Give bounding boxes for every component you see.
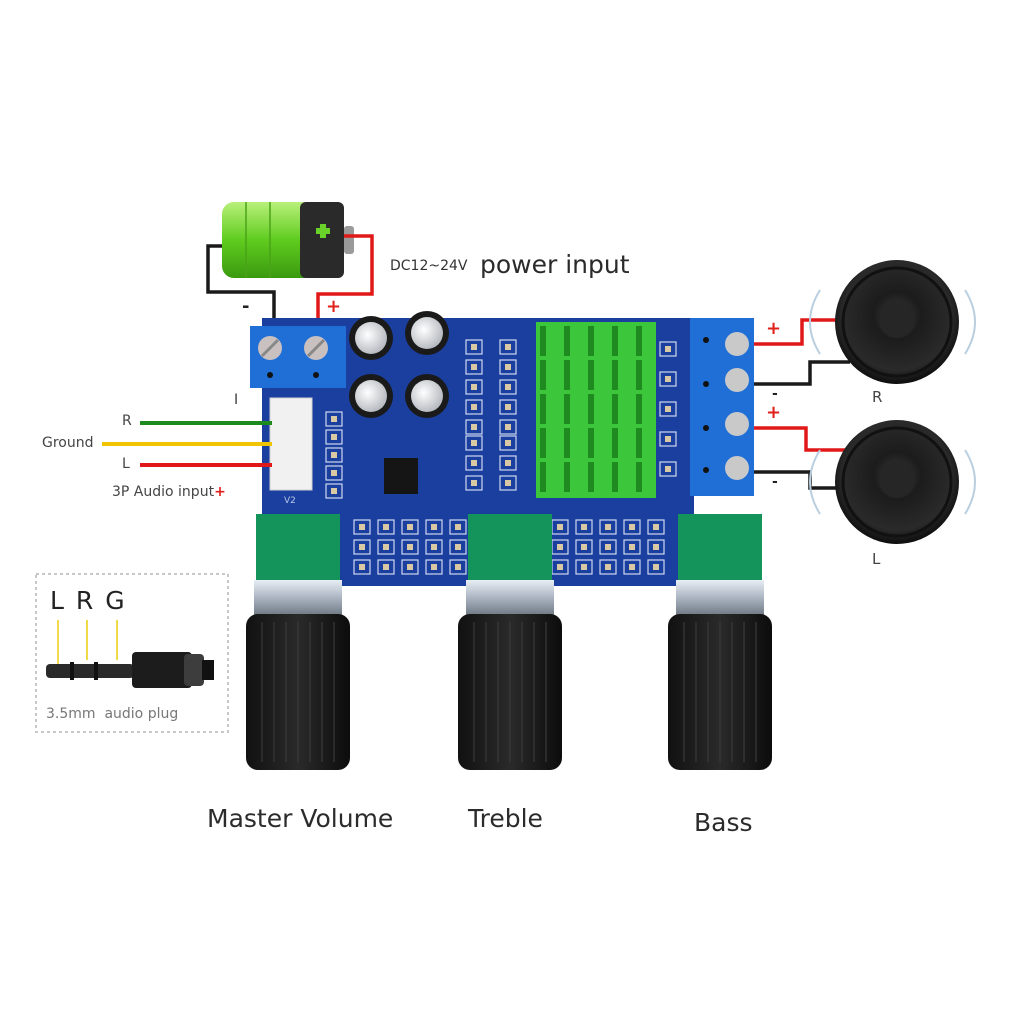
power-terminal-block: [250, 326, 346, 388]
power-wire-positive: [316, 234, 374, 340]
power-minus-label: -: [242, 296, 250, 317]
speaker-l-label: L: [872, 550, 881, 568]
knob-label-bass: Bass: [694, 808, 753, 837]
knob-treble[interactable]: [458, 514, 562, 770]
knob-label-treble: Treble: [468, 804, 543, 833]
audio-input-plus: +: [214, 484, 226, 500]
plug-caption-text: audio plug: [104, 706, 179, 722]
audio-plug-icon: [46, 620, 214, 688]
audio-pin-marker: I: [234, 392, 239, 408]
speaker-l-wire-positive: [754, 426, 846, 452]
plug-pin-g: G: [105, 586, 127, 615]
speaker-r-plus: +: [766, 318, 782, 339]
knob-label-master-volume: Master Volume: [207, 804, 394, 833]
audio-input-caption: 3P Audio input+: [112, 484, 226, 500]
speaker-l-plus: +: [766, 402, 782, 423]
power-wire-negative: [206, 244, 276, 340]
plug-pin-labels: L R G: [50, 586, 127, 615]
plug-pin-l: L: [50, 586, 66, 615]
knob-bass[interactable]: [668, 514, 772, 770]
power-plus-label: +: [326, 296, 342, 317]
power-input-title: power input: [480, 250, 630, 279]
speaker-r-wire-positive: [754, 318, 842, 346]
plug-pin-r: R: [75, 586, 96, 615]
speaker-r-label: R: [872, 388, 883, 406]
speaker-r-wire-negative: [754, 360, 850, 386]
audio-wire-r-label: R: [122, 413, 132, 429]
smd-components: [325, 339, 677, 575]
power-voltage-label: DC12~24V: [390, 258, 468, 274]
speaker-r-minus: -: [772, 386, 778, 402]
capacitors: [349, 311, 449, 418]
knob-master-volume[interactable]: [246, 514, 350, 770]
speaker-l-icon: [809, 420, 976, 544]
board-marker: V2: [284, 496, 296, 506]
ic-chip: [384, 458, 418, 494]
plug-caption-size: 3.5mm: [46, 706, 96, 722]
audio-input-caption-text: 3P Audio input: [112, 484, 215, 500]
speaker-l-minus: -: [772, 474, 778, 490]
plug-caption: 3.5mm audio plug: [46, 706, 178, 722]
speaker-terminal-block: [690, 318, 754, 496]
speaker-r-icon: [809, 260, 976, 384]
heatsink: [536, 322, 656, 498]
audio-wire-l-label: L: [122, 456, 130, 472]
speaker-l-wire-negative: [754, 470, 848, 490]
audio-wire-ground-label: Ground: [42, 435, 94, 451]
audio-input-connector: [269, 397, 313, 491]
audio-plug-box: [35, 573, 229, 733]
battery-icon: [222, 202, 354, 278]
